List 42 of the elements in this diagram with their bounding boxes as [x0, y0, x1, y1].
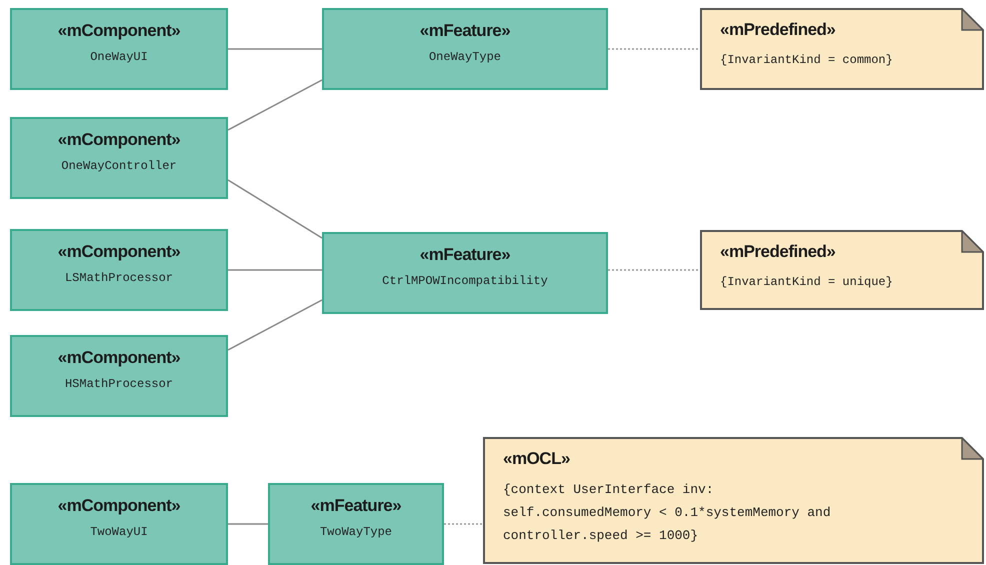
- element-name: HSMathProcessor: [64, 377, 174, 391]
- element-name: OneWayController: [60, 159, 178, 173]
- stereotype-label: «mComponent»: [56, 21, 182, 41]
- stereotype-label: «mPredefined»: [720, 242, 836, 262]
- class-box: [10, 229, 228, 311]
- element-name: LSMathProcessor: [64, 271, 174, 285]
- stereotype-label: «mPredefined»: [720, 20, 836, 40]
- connector-line: [444, 523, 483, 525]
- class-box: [10, 483, 228, 565]
- element-name: OneWayUI: [89, 50, 149, 64]
- stereotype-label: «mFeature»: [418, 245, 512, 265]
- connector-line: [608, 269, 700, 271]
- connector-line: [228, 48, 322, 50]
- note-box: [483, 437, 984, 564]
- stereotype-label: «mComponent»: [56, 496, 182, 516]
- stereotype-label: «mComponent»: [56, 242, 182, 262]
- connector-line: [228, 523, 268, 525]
- element-name: TwoWayUI: [89, 525, 149, 539]
- connector-line: [228, 179, 322, 239]
- note-box: [700, 8, 984, 90]
- element-name: {context UserInterface inv: self.consumedMemory < 0.1*systemMemory and controller.speed >= 1000}: [503, 481, 832, 545]
- class-box: [10, 8, 228, 90]
- stereotype-label: «mFeature»: [418, 21, 512, 41]
- connector-line: [228, 79, 322, 131]
- connector-line: [608, 48, 700, 50]
- class-box: [268, 483, 444, 565]
- class-box: [10, 117, 228, 199]
- element-name: {InvariantKind = unique}: [720, 274, 894, 291]
- class-box: [322, 232, 608, 314]
- stereotype-label: «mOCL»: [503, 449, 571, 469]
- connector-line: [228, 269, 322, 271]
- element-name: OneWayType: [428, 50, 502, 64]
- element-name: {InvariantKind = common}: [720, 52, 894, 69]
- stereotype-label: «mFeature»: [310, 496, 402, 516]
- stereotype-label: «mComponent»: [56, 130, 182, 150]
- element-name: TwoWayType: [318, 525, 393, 539]
- connector-line: [228, 299, 322, 351]
- stereotype-label: «mComponent»: [56, 348, 182, 368]
- class-box: [322, 8, 608, 90]
- class-box: [10, 335, 228, 417]
- element-name: CtrlMPOWIncompatibility: [381, 274, 549, 288]
- note-box: [700, 230, 984, 310]
